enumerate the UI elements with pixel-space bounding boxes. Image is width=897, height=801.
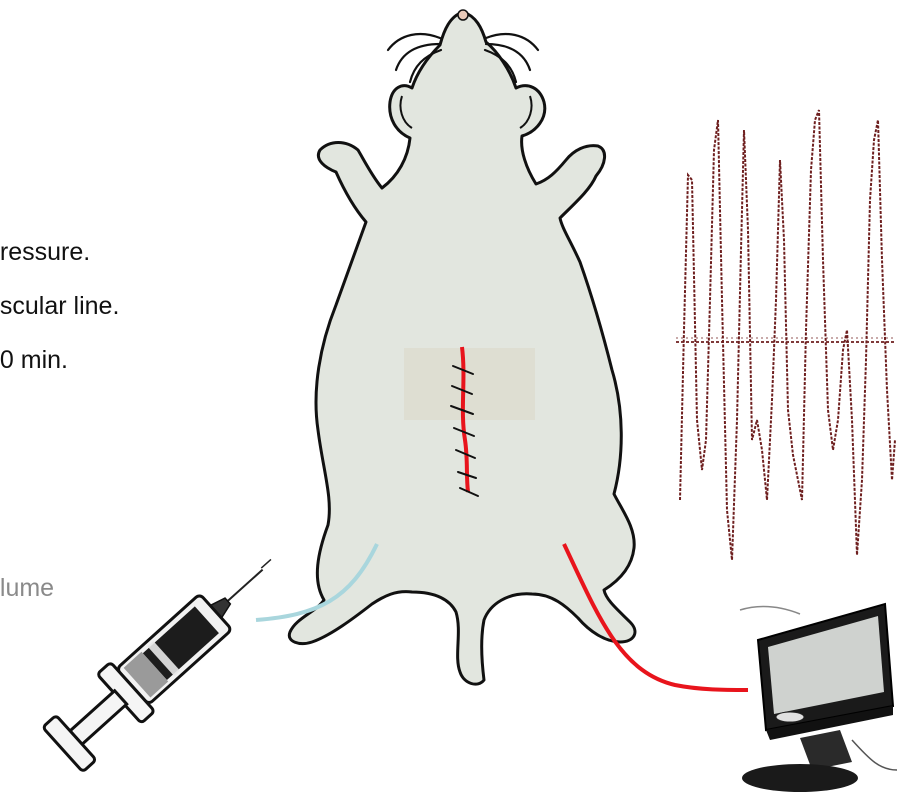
blood-pressure-trace: [676, 110, 895, 560]
text-line-pressure: pressure.: [0, 238, 90, 266]
shaved-surgical-area: [404, 348, 535, 420]
text-line-vascular: ascular line.: [0, 292, 119, 320]
syringe-icon: [41, 536, 295, 774]
text-line-duration: 60 min.: [0, 346, 68, 374]
rat-nose: [458, 10, 468, 20]
text-line-volume: olume: [0, 574, 54, 602]
monitor-icon: [740, 604, 897, 792]
